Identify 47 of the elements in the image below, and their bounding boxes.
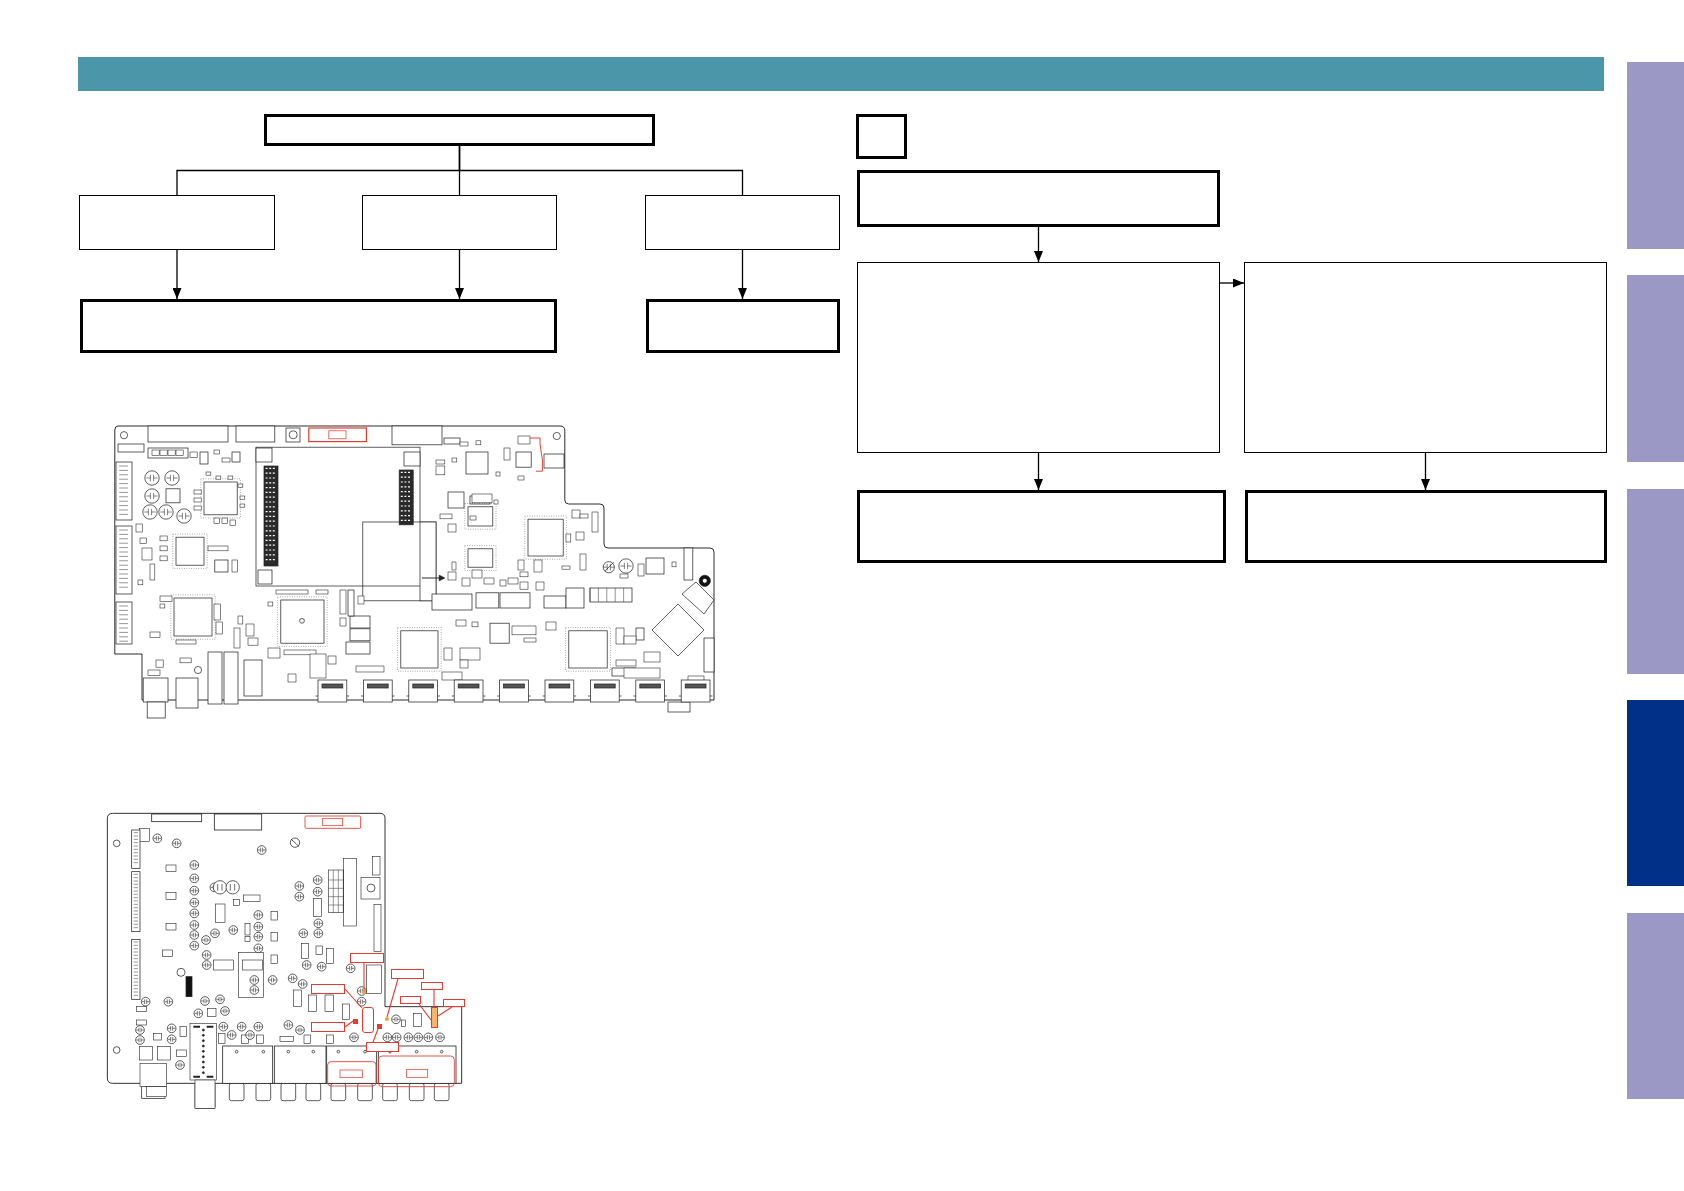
arrow <box>172 249 182 300</box>
leader-line <box>372 1028 379 1043</box>
flow-box <box>80 299 557 353</box>
arrow <box>1421 452 1430 491</box>
solder-pad <box>385 1017 389 1021</box>
arrow <box>1034 226 1043 263</box>
flow-box <box>264 114 655 146</box>
component-outline <box>362 1007 374 1033</box>
flow-box <box>79 195 275 250</box>
side-tab <box>1627 489 1684 674</box>
solder-pad <box>377 1024 382 1029</box>
callout-box <box>350 953 384 963</box>
arrow <box>1219 278 1245 288</box>
leader-line <box>363 962 365 991</box>
side-tab <box>1627 700 1684 886</box>
callout-box <box>311 1022 345 1032</box>
side-tab <box>1627 62 1684 249</box>
arrow <box>738 249 747 300</box>
callout-box <box>443 999 465 1007</box>
connector-line <box>458 145 744 196</box>
callout-box <box>421 982 443 990</box>
arrow <box>455 249 464 300</box>
callout-box <box>311 984 345 994</box>
flow-box <box>857 262 1220 453</box>
square-box <box>856 114 907 159</box>
leader-line <box>433 989 435 1008</box>
flow-box <box>362 195 557 250</box>
flow-box <box>645 195 840 250</box>
leader-line <box>437 1006 453 1017</box>
flow-box <box>1245 490 1607 563</box>
flow-box <box>646 299 840 353</box>
callout-box <box>391 969 424 979</box>
flow-box <box>1244 262 1607 453</box>
leader-line <box>418 1003 432 1021</box>
leader-line <box>344 1020 354 1028</box>
solder-pad <box>362 990 366 994</box>
side-tab <box>1627 275 1684 462</box>
flow-box <box>857 170 1220 227</box>
leader-line <box>386 978 399 1018</box>
side-tab <box>1627 913 1684 1099</box>
solder-pad <box>353 1019 358 1024</box>
arrow <box>1034 452 1043 491</box>
leader-line <box>344 988 363 1009</box>
callout-box <box>366 1042 399 1052</box>
callout-box <box>400 996 421 1004</box>
pin-header <box>431 1007 438 1028</box>
flow-box <box>857 490 1226 563</box>
